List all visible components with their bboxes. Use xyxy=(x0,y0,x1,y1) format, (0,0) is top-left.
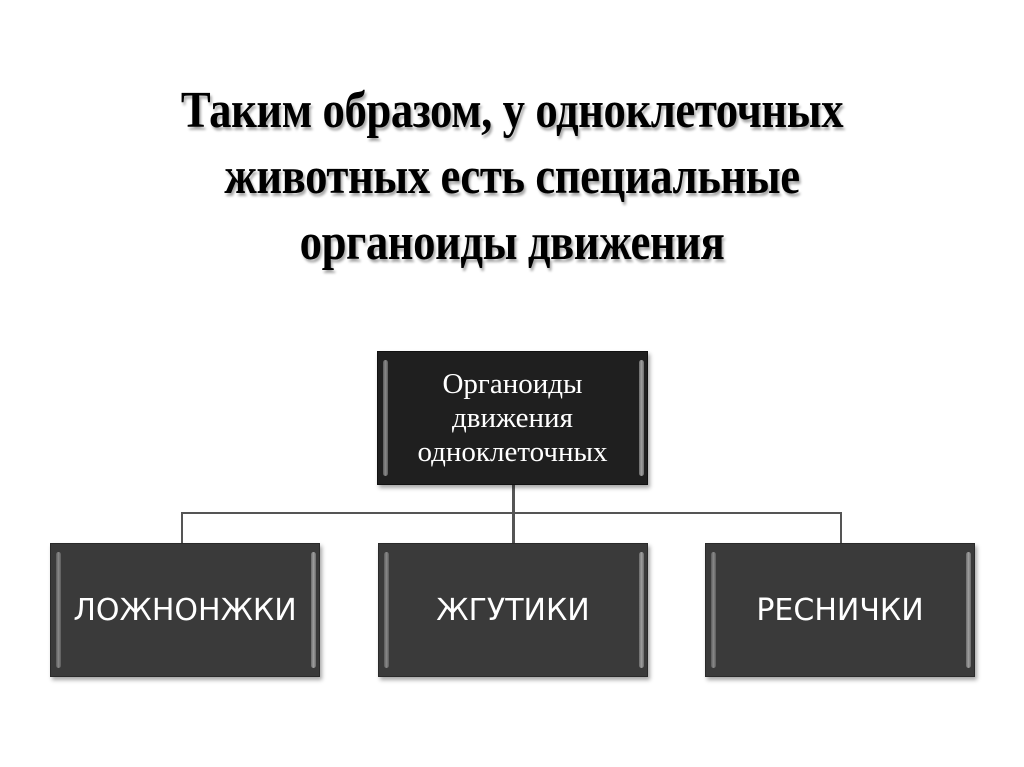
connector-horizontal xyxy=(181,512,842,514)
connector-left-down xyxy=(181,512,183,543)
root-line-1: Органоиды xyxy=(442,368,583,400)
root-line-2: движения xyxy=(452,402,573,434)
slide-title: Таким образом, у одноклеточных животных … xyxy=(106,78,918,276)
diagram-node-cilia: РЕСНИЧКИ xyxy=(705,543,975,677)
node-label: ЛОЖНОНЖКИ xyxy=(73,592,297,628)
root-node-text: Органоиды движения одноклеточных xyxy=(417,367,607,469)
root-line-3: одноклеточных xyxy=(417,436,608,468)
node-label: РЕСНИЧКИ xyxy=(756,592,924,628)
diagram-node-pseudopodia: ЛОЖНОНЖКИ xyxy=(50,543,320,677)
diagram-node-flagella: ЖГУТИКИ xyxy=(378,543,648,677)
title-line-1: Таким образом, у одноклеточных xyxy=(180,82,844,139)
title-line-3: органоиды движения xyxy=(299,214,725,271)
node-label: ЖГУТИКИ xyxy=(436,592,590,628)
connector-root-down xyxy=(512,485,515,543)
title-line-2: животных есть специальные xyxy=(224,148,800,205)
connector-right-down xyxy=(840,512,842,543)
diagram-root-node: Органоиды движения одноклеточных xyxy=(377,351,648,485)
